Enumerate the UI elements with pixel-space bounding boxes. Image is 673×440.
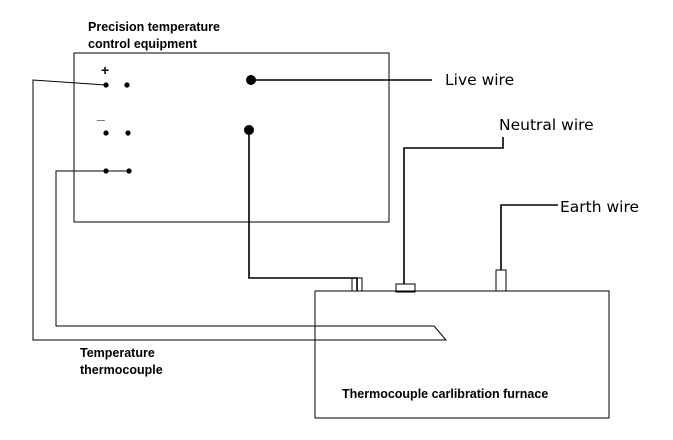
- plus-sign: +: [101, 62, 109, 78]
- thermocouple-label-line1: Temperature: [80, 346, 155, 360]
- neutral-wire-label: Neutral wire: [499, 116, 594, 134]
- live-wire-label: Live wire: [445, 71, 514, 89]
- furnace-label: Thermocouple carlibration furnace: [342, 387, 548, 401]
- minus-sign: _: [96, 106, 105, 122]
- furnace-connector-neutral: [395, 283, 416, 293]
- earth-wire-line: [500, 204, 558, 270]
- control-equipment-box: [73, 52, 390, 223]
- equipment-title-line1: Precision temperature: [88, 20, 220, 34]
- earth-wire-label: Earth wire: [560, 198, 639, 216]
- terminal-plus-b: [124, 82, 130, 88]
- neutral-wire-line: [403, 137, 504, 284]
- power-to-furnace-wire: [248, 130, 358, 291]
- calibration-furnace-box: [314, 290, 610, 419]
- thermocouple-probe-wire: [32, 79, 448, 341]
- thermocouple-label-line2: thermocouple: [80, 363, 163, 377]
- furnace-connector-earth: [495, 269, 507, 292]
- terminal-minus-a: [103, 130, 109, 136]
- terminal-minus-b: [125, 130, 131, 136]
- equipment-title-line2: control equipment: [88, 37, 198, 51]
